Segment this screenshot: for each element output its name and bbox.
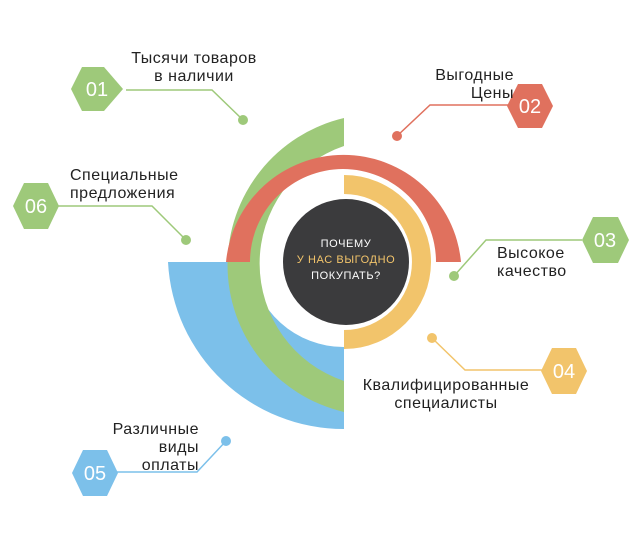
- center-line-3: ПОКУПАТЬ?: [311, 270, 381, 282]
- hexagon-04: [541, 348, 587, 394]
- label-06-line-1: Специальные: [70, 167, 179, 184]
- label-05: Различные виды оплаты: [95, 421, 199, 475]
- badge-01: 01: [71, 67, 123, 111]
- label-03-line-1: Высокое: [497, 245, 565, 262]
- center-line-1: ПОЧЕМУ: [321, 238, 372, 250]
- connector-dot-04: [427, 333, 437, 343]
- label-05-line-2: виды: [158, 439, 199, 456]
- badge-number-01: 01: [86, 79, 108, 101]
- label-04-line-1: Квалифицированные: [362, 377, 530, 394]
- hexagon-01: [71, 67, 123, 111]
- connector-dot-06: [181, 235, 191, 245]
- label-02-line-2: Цены: [470, 85, 514, 102]
- hexagon-02: [507, 84, 553, 128]
- label-01-line-1: Тысячи товаров: [131, 50, 257, 67]
- label-01-line-2: в наличии: [154, 68, 234, 85]
- connector-dot-01: [238, 115, 248, 125]
- arc-green: [227, 118, 344, 412]
- connector-01: [126, 89, 244, 121]
- label-02-line-1: Выгодные: [435, 67, 514, 84]
- center-circle: [283, 199, 409, 325]
- connector-dot-03: [449, 271, 459, 281]
- connector-dot-02: [392, 131, 402, 141]
- badge-number-02: 02: [519, 96, 541, 118]
- arc-red: [226, 154, 461, 262]
- badge-02: 02: [507, 84, 553, 128]
- hexagon-06: [13, 183, 59, 229]
- hexagon-03: [582, 217, 629, 263]
- badge-03: 03: [582, 217, 629, 263]
- connector-02: [396, 104, 510, 137]
- center-line-2: У НАС ВЫГОДНО: [297, 254, 396, 266]
- label-02: Выгодные Цены: [400, 67, 514, 103]
- label-05-line-3: оплаты: [141, 457, 199, 474]
- badge-06: 06: [13, 183, 59, 229]
- label-06: Специальные предложения: [70, 167, 210, 203]
- connector-03: [453, 239, 582, 277]
- connector-04: [431, 337, 549, 371]
- badge-number-05: 05: [84, 463, 106, 485]
- label-04: Квалифицированные специалисты: [346, 377, 546, 413]
- label-06-line-2: предложения: [70, 185, 176, 202]
- connector-06: [58, 205, 187, 241]
- connector-dot-05: [221, 436, 231, 446]
- badge-05: 05: [72, 450, 118, 496]
- badge-number-06: 06: [25, 196, 47, 218]
- label-03-line-2: качество: [497, 263, 567, 280]
- label-05-line-1: Различные: [112, 421, 199, 438]
- hexagon-05: [72, 450, 118, 496]
- badge-number-04: 04: [553, 361, 575, 383]
- label-01: Тысячи товаров в наличии: [124, 50, 264, 86]
- label-03: Высокое качество: [497, 245, 597, 281]
- label-04-line-2: специалисты: [394, 395, 498, 412]
- arc-yellow: [344, 175, 431, 349]
- badge-04: 04: [541, 348, 587, 394]
- badge-number-03: 03: [594, 230, 616, 252]
- connector-05: [112, 440, 227, 473]
